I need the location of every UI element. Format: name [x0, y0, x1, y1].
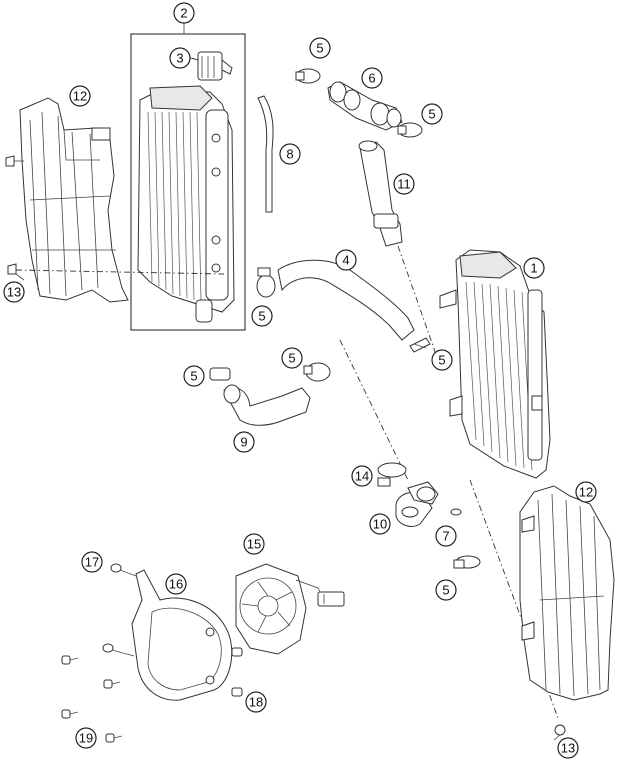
svg-text:13: 13 — [561, 741, 575, 756]
callout-13a: 13 — [3, 281, 25, 303]
radiator-shroud-left[interactable] — [19, 97, 129, 303]
screw-left-13 — [7, 263, 17, 275]
callout-19: 19 — [75, 727, 97, 749]
radiator-right[interactable] — [439, 249, 551, 479]
callout-5d: 5 — [281, 347, 303, 369]
svg-text:16: 16 — [169, 577, 183, 592]
svg-text:18: 18 — [249, 695, 263, 710]
callout-16: 16 — [165, 573, 187, 595]
cooling-fan[interactable] — [235, 563, 345, 655]
callout-12a: 12 — [69, 85, 91, 107]
hose-clamp-14[interactable] — [377, 462, 407, 487]
svg-text:19: 19 — [79, 731, 93, 746]
svg-text:1: 1 — [530, 261, 537, 276]
callout-18: 18 — [245, 691, 267, 713]
screw-19a — [61, 655, 79, 665]
svg-text:5: 5 — [428, 107, 435, 122]
svg-text:12: 12 — [73, 89, 87, 104]
callout-7: 7 — [435, 525, 457, 547]
callout-17: 17 — [81, 551, 103, 573]
svg-text:6: 6 — [368, 71, 375, 86]
leader-lines — [15, 57, 561, 741]
radiator-hose-main[interactable] — [277, 259, 415, 341]
svg-text:5: 5 — [442, 583, 449, 598]
radiator-left[interactable] — [137, 85, 235, 323]
callout-15: 15 — [243, 533, 265, 555]
callout-14: 14 — [351, 465, 373, 487]
svg-text:5: 5 — [190, 369, 197, 384]
callout-3: 3 — [169, 47, 191, 69]
callout-13b: 13 — [557, 737, 579, 759]
hose-clamp-lower-b[interactable] — [303, 362, 331, 382]
svg-text:5: 5 — [258, 309, 265, 324]
svg-text:15: 15 — [247, 537, 261, 552]
hose-clamp-small[interactable] — [409, 337, 431, 353]
screw-18b — [231, 687, 243, 697]
fan-bracket[interactable] — [131, 569, 233, 701]
callout-10: 10 — [369, 513, 391, 535]
callout-5g: 5 — [435, 579, 457, 601]
screw-19b — [103, 679, 121, 689]
callout-5a: 5 — [309, 37, 331, 59]
callout-5b: 5 — [421, 103, 443, 125]
callout-4: 4 — [335, 249, 357, 271]
svg-text:5: 5 — [438, 353, 445, 368]
callout-9: 9 — [233, 431, 255, 453]
hose-connector-upper[interactable] — [327, 81, 403, 131]
svg-text:5: 5 — [316, 41, 323, 56]
svg-text:10: 10 — [373, 517, 387, 532]
hose-fitting-10[interactable] — [395, 481, 439, 527]
svg-text:13: 13 — [7, 285, 21, 300]
assembly-frame-2 — [130, 33, 246, 331]
overflow-hose[interactable] — [257, 95, 274, 213]
svg-text:4: 4 — [342, 253, 349, 268]
screw-18a — [231, 647, 243, 657]
svg-text:17: 17 — [85, 555, 99, 570]
screw-right-13 — [554, 724, 566, 736]
screw-19d — [105, 733, 123, 743]
callout-1: 1 — [523, 257, 545, 279]
svg-text:3: 3 — [176, 51, 183, 66]
svg-text:5: 5 — [288, 351, 295, 366]
callout-5f: 5 — [431, 349, 453, 371]
callout-6: 6 — [361, 67, 383, 89]
svg-text:11: 11 — [397, 177, 411, 192]
hose-clamp-main[interactable] — [256, 267, 276, 298]
hose-clamp-lower-a[interactable] — [209, 367, 231, 381]
svg-text:7: 7 — [442, 529, 449, 544]
callout-12b: 12 — [575, 481, 597, 503]
callout-2: 2 — [173, 2, 195, 24]
hose-clamp-right-lower[interactable] — [453, 555, 481, 569]
screw-19c — [61, 709, 79, 719]
o-ring-7[interactable] — [450, 508, 462, 516]
hose-clamp-upper-right[interactable] — [397, 122, 423, 138]
radiator-shroud-right[interactable] — [519, 485, 615, 701]
radiator-cap[interactable] — [189, 51, 233, 81]
screw-bracket — [102, 643, 135, 657]
svg-text:2: 2 — [180, 6, 187, 21]
svg-text:9: 9 — [240, 435, 247, 450]
svg-text:14: 14 — [355, 469, 369, 484]
svg-text:8: 8 — [286, 147, 293, 162]
callout-5c: 5 — [251, 305, 273, 327]
coolant-pipe[interactable] — [358, 140, 403, 247]
callout-8: 8 — [279, 143, 301, 165]
screw-17 — [110, 563, 137, 577]
hose-clamp-upper-left[interactable] — [295, 68, 321, 84]
callout-11: 11 — [393, 173, 415, 195]
callout-5e: 5 — [183, 365, 205, 387]
svg-text:12: 12 — [579, 485, 593, 500]
screw-left-top — [5, 155, 24, 167]
